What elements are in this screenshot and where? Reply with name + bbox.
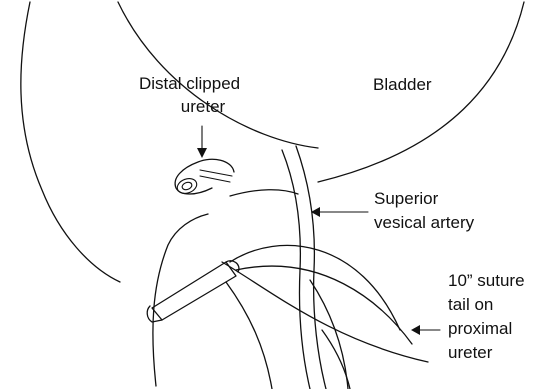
- distal-clipped-ureter: [175, 159, 234, 196]
- label-bladder: Bladder: [373, 74, 432, 95]
- label-suture-line2: tail on: [448, 294, 493, 315]
- label-suture-line1: 10” suture: [448, 270, 525, 291]
- label-distal-line2: ureter: [139, 96, 267, 117]
- label-suture-line4: ureter: [448, 342, 492, 363]
- bladder-outline-left: [21, 2, 120, 282]
- contour-lower-mid: [226, 282, 272, 389]
- contour-lower-left: [153, 214, 208, 386]
- label-suture-line3: proximal: [448, 318, 512, 339]
- label-artery-line2: vesical artery: [374, 212, 474, 233]
- label-distal-line1: Distal clipped: [139, 73, 240, 94]
- contour-center: [230, 190, 298, 196]
- proximal-ureter: [147, 261, 239, 322]
- label-artery-line1: Superior: [374, 188, 438, 209]
- distal-ureter-arrow: [197, 126, 207, 158]
- artery-arrow: [311, 207, 368, 217]
- suture-tail-3: [222, 262, 428, 362]
- contour-lower-right-2: [322, 330, 350, 389]
- suture-arrow: [411, 325, 440, 335]
